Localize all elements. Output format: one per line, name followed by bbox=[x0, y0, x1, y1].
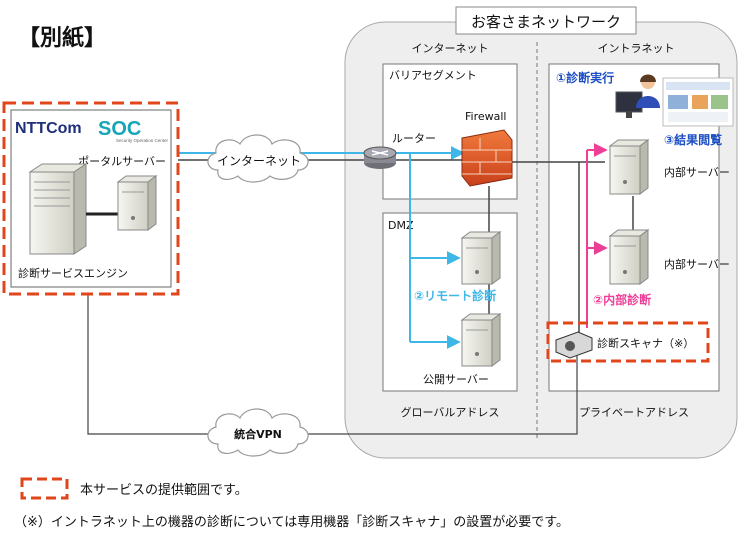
footnote: （※）イントラネット上の機器の診断については専用機器「診断スキャナ」の設置が必要… bbox=[14, 514, 569, 530]
internal-server-1-label: 内部サーバー bbox=[664, 165, 730, 179]
internal-server-2-icon bbox=[608, 229, 650, 285]
dmz-server-icon bbox=[460, 231, 502, 285]
legend-scope-text: 本サービスの提供範囲です。 bbox=[80, 482, 248, 498]
public-server-icon bbox=[460, 313, 502, 367]
firewall-label: Firewall bbox=[465, 110, 506, 123]
scanner-scope-box bbox=[546, 321, 710, 363]
vpn-cloud-icon bbox=[207, 408, 309, 457]
internal-server-2-label: 内部サーバー bbox=[664, 257, 730, 271]
router-label: ルーター bbox=[392, 132, 436, 145]
step-remote-diagnosis: ②リモート診断 bbox=[414, 288, 496, 303]
private-address-label: プライベートアドレス bbox=[579, 406, 689, 419]
scanner-label: 診断スキャナ（※） bbox=[597, 336, 694, 350]
intranet-zone-label: イントラネット bbox=[598, 42, 675, 55]
step-internal-diagnosis: ②内部診断 bbox=[593, 292, 651, 307]
dmz-label: DMZ bbox=[388, 219, 414, 232]
portal-server-icon bbox=[116, 175, 158, 231]
ntt-logo-text: NTTCom bbox=[15, 120, 82, 137]
internal-server-1-icon bbox=[608, 139, 650, 195]
legend-scope-swatch bbox=[20, 477, 69, 500]
step-result-view: ③結果閲覧 bbox=[664, 132, 722, 147]
internet-cloud-label: インターネット bbox=[217, 154, 301, 168]
vpn-line bbox=[87, 292, 578, 435]
soc-logo-text: SOC bbox=[98, 118, 141, 140]
page-title: 【別紙】 bbox=[18, 25, 106, 51]
internet-zone-label: インターネット bbox=[412, 42, 489, 55]
soc-logo-subtext: Security Operation Center bbox=[116, 138, 169, 143]
vpn-cloud-label: 統合VPN bbox=[234, 427, 282, 441]
portal-server-label: ポータルサーバー bbox=[78, 155, 166, 168]
customer-title: お客さまネットワーク bbox=[471, 13, 621, 31]
step-diagnosis-run: ①診断実行 bbox=[556, 70, 614, 85]
customer-title-box bbox=[455, 6, 637, 35]
engine-server-icon bbox=[28, 163, 88, 255]
router-icon bbox=[363, 146, 397, 169]
user-pc-icon bbox=[615, 74, 734, 127]
internet-cloud-icon bbox=[207, 134, 309, 183]
firewall-icon bbox=[461, 129, 513, 187]
public-server-label: 公開サーバー bbox=[423, 373, 489, 386]
barrier-segment-label: バリアセグメント bbox=[389, 68, 477, 82]
engine-label: 診断サービスエンジン bbox=[18, 266, 128, 280]
scanner-icon bbox=[555, 331, 593, 359]
global-address-label: グローバルアドレス bbox=[401, 405, 500, 419]
